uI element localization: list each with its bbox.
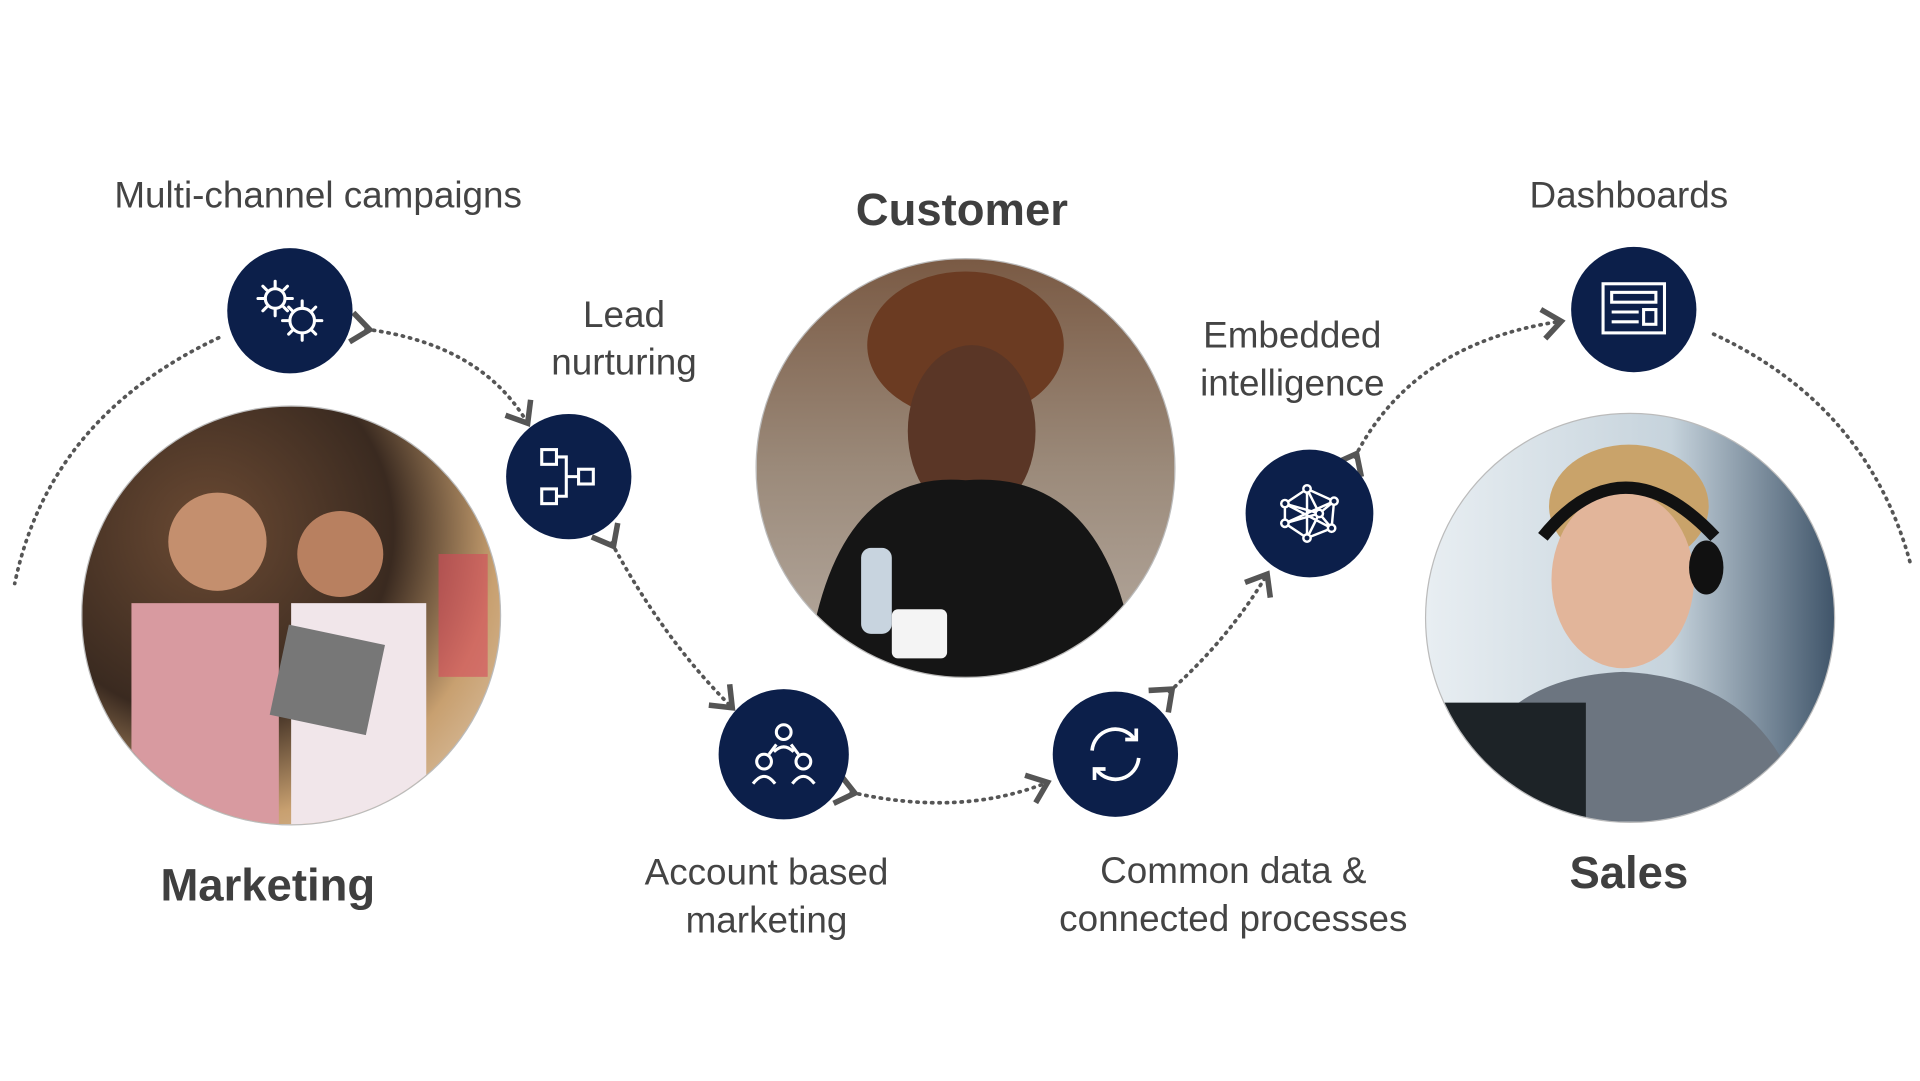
- label-lead-nurturing: Lead nurturing: [551, 291, 696, 387]
- text: connected processes: [1059, 899, 1408, 940]
- marketing-photo: [81, 405, 502, 826]
- label-sales: Sales: [1569, 847, 1689, 898]
- gears-icon: [227, 248, 353, 374]
- connector-common-embedded: [1148, 570, 1274, 713]
- label-common-data: Common data & connected processes: [1059, 848, 1407, 944]
- text: Lead: [583, 294, 666, 336]
- customer-photo: [755, 257, 1176, 679]
- flowchart-icon: [506, 413, 632, 540]
- text: Embedded: [1203, 315, 1382, 357]
- text: Common data &: [1100, 851, 1367, 892]
- text: marketing: [685, 900, 848, 941]
- arc-left: [12, 335, 221, 586]
- neural-network-icon: [1245, 449, 1374, 578]
- label-multichannel: Multi-channel campaigns: [114, 175, 522, 217]
- label-customer: Customer: [855, 184, 1068, 235]
- sync-icon: [1052, 691, 1179, 817]
- label-dashboards: Dashboards: [1529, 175, 1729, 217]
- label-embedded-intelligence: Embedded intelligence: [1200, 312, 1384, 408]
- connector-abm-common: [832, 772, 1052, 806]
- connector-lead-abm: [590, 522, 736, 711]
- connector-gears-lead: [348, 310, 534, 428]
- label-account-based-marketing: Account based marketing: [645, 849, 889, 945]
- text: Account based: [644, 852, 889, 894]
- label-marketing: Marketing: [160, 859, 376, 911]
- dashboard-icon: [1571, 246, 1697, 373]
- sales-photo: [1424, 412, 1836, 824]
- text: intelligence: [1200, 363, 1385, 405]
- arc-right: [1711, 332, 1913, 565]
- people-network-icon: [718, 689, 849, 820]
- text: nurturing: [551, 342, 697, 384]
- connector-embedded-dashboard: [1333, 307, 1566, 478]
